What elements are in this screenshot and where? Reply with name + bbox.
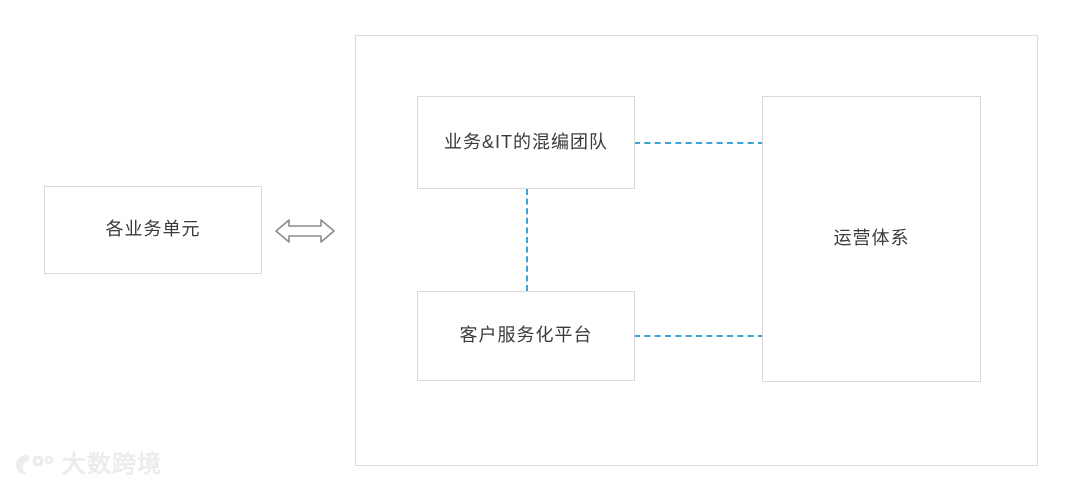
ops-system-label: 运营体系 xyxy=(833,228,910,249)
connector-service-platform-to-ops-system xyxy=(634,335,764,337)
service-platform-box: 客户服务化平台 xyxy=(417,291,635,381)
business-unit-label: 各业务单元 xyxy=(105,219,201,240)
ops-system-box: 运营体系 xyxy=(762,96,981,382)
watermark-text: 大数跨境 xyxy=(62,450,162,478)
service-platform-label: 客户服务化平台 xyxy=(459,325,593,346)
mixed-team-box: 业务&IT的混编团队 xyxy=(417,96,635,189)
watermark: 大数跨境 xyxy=(14,447,162,481)
connector-mixed-team-to-service-platform xyxy=(526,189,528,291)
double-headed-arrow-icon xyxy=(274,213,336,249)
mixed-team-label: 业务&IT的混编团队 xyxy=(443,131,608,152)
business-unit-box: 各业务单元 xyxy=(44,186,262,274)
dashu-kuajing-logo-icon xyxy=(14,451,56,477)
connector-mixed-team-to-ops-system xyxy=(634,142,764,144)
